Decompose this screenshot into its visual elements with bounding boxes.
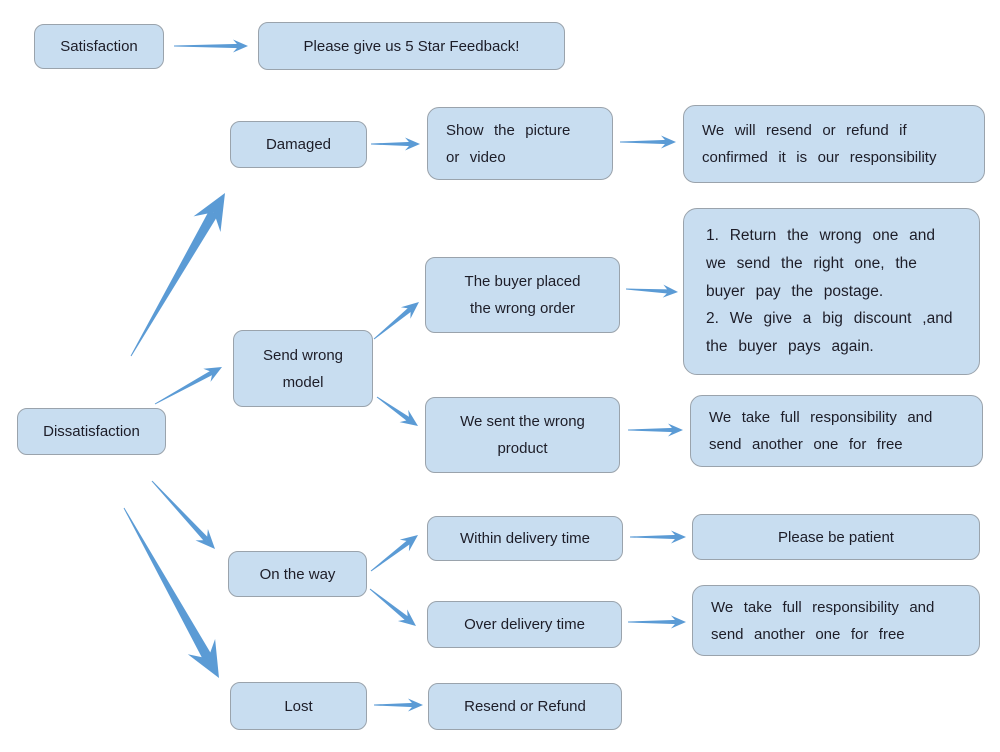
arrow-satisfaction-feedback bbox=[174, 39, 248, 53]
arrow-lost-resend_or_refund bbox=[374, 698, 423, 712]
node-label: Satisfaction bbox=[60, 38, 138, 55]
node-feedback: Please give us 5 Star Feedback! bbox=[258, 22, 565, 70]
node-label: The buyer placed the wrong order bbox=[464, 273, 581, 317]
node-please-be-patient: Please be patient bbox=[692, 514, 980, 560]
arrow-head bbox=[397, 609, 416, 626]
node-over-delivery: Over delivery time bbox=[427, 601, 622, 648]
arrow-head bbox=[203, 367, 222, 382]
arrow-send_wrong_model-sent_wrong_product bbox=[376, 396, 418, 426]
node-sent-wrong-product: We sent the wrong product bbox=[425, 397, 620, 473]
arrow-damaged-show_picture bbox=[371, 137, 420, 151]
node-full-responsibility-1: We take full responsibility and send ano… bbox=[690, 395, 983, 467]
node-send-wrong-model: Send wrong model bbox=[233, 330, 373, 407]
arrow-buyer_wrong_order-return_or_discount bbox=[626, 284, 678, 298]
arrow-within_delivery-please_be_patient bbox=[630, 530, 686, 544]
node-label: We take full responsibility and send ano… bbox=[711, 598, 935, 643]
arrow-send_wrong_model-buyer_wrong_order bbox=[373, 302, 419, 340]
arrow-shaft bbox=[369, 588, 410, 622]
node-label: Show the picture or video bbox=[446, 121, 571, 166]
arrow-show_picture-resend_confirmed bbox=[620, 135, 676, 149]
arrow-head bbox=[662, 284, 678, 298]
node-label: 1. Return the wrong one and we send the … bbox=[706, 226, 953, 356]
node-resend-confirmed: We will resend or refund if confirmed it… bbox=[683, 105, 985, 183]
arrow-head bbox=[193, 193, 225, 232]
arrow-head bbox=[400, 302, 419, 319]
arrow-shaft bbox=[130, 209, 219, 357]
arrow-shaft bbox=[628, 619, 677, 625]
node-full-responsibility-2: We take full responsibility and send ano… bbox=[692, 585, 980, 656]
node-show-picture: Show the picture or video bbox=[427, 107, 613, 180]
node-label: Within delivery time bbox=[459, 530, 591, 547]
node-label: Send wrong model bbox=[262, 346, 344, 391]
arrow-head bbox=[405, 137, 420, 151]
arrow-shaft bbox=[376, 396, 411, 422]
arrow-shaft bbox=[371, 141, 411, 147]
node-lost: Lost bbox=[230, 682, 367, 730]
node-return-or-discount: 1. Return the wrong one and we send the … bbox=[683, 208, 980, 375]
node-damaged: Damaged bbox=[230, 121, 367, 168]
node-resend-or-refund: Resend or Refund bbox=[428, 683, 622, 730]
arrow-shaft bbox=[628, 427, 674, 433]
arrow-shaft bbox=[620, 139, 667, 145]
arrow-head bbox=[399, 409, 418, 426]
arrow-shaft bbox=[626, 288, 669, 294]
node-label: We will resend or refund if confirmed it… bbox=[702, 122, 937, 166]
node-on-the-way: On the way bbox=[228, 551, 367, 597]
arrow-dissatisfaction-lost bbox=[123, 507, 219, 678]
node-label: Lost bbox=[284, 697, 313, 715]
arrow-shaft bbox=[154, 370, 214, 405]
arrow-head bbox=[661, 135, 676, 149]
arrow-head bbox=[408, 698, 423, 712]
arrow-on_the_way-over_delivery bbox=[369, 588, 416, 626]
arrow-over_delivery-full_responsibility_2 bbox=[628, 615, 686, 629]
arrow-head bbox=[671, 615, 686, 629]
node-label: Please give us 5 Star Feedback! bbox=[303, 37, 520, 55]
arrow-shaft bbox=[370, 539, 411, 572]
arrow-dissatisfaction-damaged bbox=[130, 193, 225, 357]
arrow-shaft bbox=[373, 306, 413, 340]
node-label: Please be patient bbox=[778, 528, 894, 546]
node-buyer-wrong-order: The buyer placed the wrong order bbox=[425, 257, 620, 333]
node-label: Dissatisfaction bbox=[43, 423, 140, 440]
arrow-shaft bbox=[123, 507, 213, 661]
arrow-head bbox=[187, 639, 219, 678]
node-label: Resend or Refund bbox=[464, 698, 586, 715]
node-label: Over delivery time bbox=[464, 616, 585, 633]
arrow-on_the_way-within_delivery bbox=[370, 535, 418, 572]
arrow-dissatisfaction-on_the_way bbox=[151, 480, 215, 549]
node-label: On the way bbox=[259, 565, 336, 583]
arrow-shaft bbox=[174, 43, 239, 49]
arrow-head bbox=[668, 423, 683, 437]
node-label: Damaged bbox=[265, 136, 332, 153]
arrow-shaft bbox=[151, 480, 209, 542]
node-dissatisfaction: Dissatisfaction bbox=[17, 408, 166, 455]
arrow-head bbox=[671, 530, 686, 544]
arrow-dissatisfaction-send_wrong_model bbox=[154, 367, 222, 405]
arrow-sent_wrong_product-full_responsibility_1 bbox=[628, 423, 683, 437]
node-satisfaction: Satisfaction bbox=[34, 24, 164, 69]
arrow-head bbox=[233, 39, 248, 53]
arrow-shaft bbox=[374, 702, 414, 708]
node-within-delivery: Within delivery time bbox=[427, 516, 623, 561]
node-label: We take full responsibility and send ano… bbox=[709, 409, 933, 453]
arrow-head bbox=[195, 529, 215, 549]
node-label: We sent the wrong product bbox=[460, 413, 585, 457]
arrow-shaft bbox=[630, 534, 677, 540]
arrow-head bbox=[399, 535, 418, 552]
